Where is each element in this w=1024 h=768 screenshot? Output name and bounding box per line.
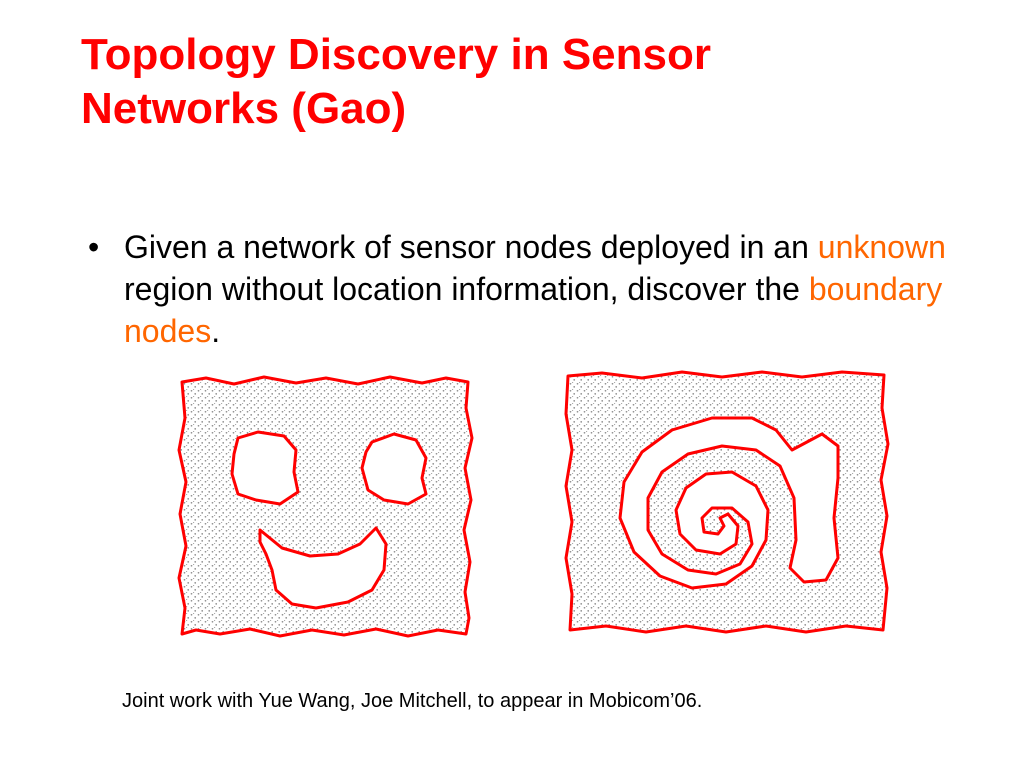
spiral-network-svg (562, 368, 896, 638)
title-line-1: Topology Discovery in Sensor (81, 30, 711, 79)
highlight-unknown: unknown (817, 229, 946, 265)
bullet-item: • Given a network of sensor nodes deploy… (88, 226, 958, 352)
boundary-left (177, 375, 474, 638)
bullet-text-1: Given a network of sensor nodes deployed… (124, 229, 818, 265)
smiley-network-svg (176, 368, 478, 642)
spiral-network-figure (562, 368, 896, 638)
bullet-marker: • (88, 229, 100, 265)
boundary-right (564, 370, 890, 634)
slide-caption: Joint work with Yue Wang, Joe Mitchell, … (122, 690, 703, 712)
bullet-text-2: region without location information, dis… (124, 271, 809, 307)
slide-title: Topology Discovery in Sensor Networks (G… (81, 28, 961, 136)
bullet-text-3: . (211, 313, 221, 349)
bullet-list: • Given a network of sensor nodes deploy… (88, 226, 958, 352)
sensor-dots-right (562, 368, 896, 638)
sensor-dots-left (176, 368, 478, 642)
smiley-network-figure (176, 368, 478, 642)
title-line-2: Networks (Gao) (81, 84, 407, 133)
highlight-boundary-nodes: boundary nodes (124, 271, 943, 349)
